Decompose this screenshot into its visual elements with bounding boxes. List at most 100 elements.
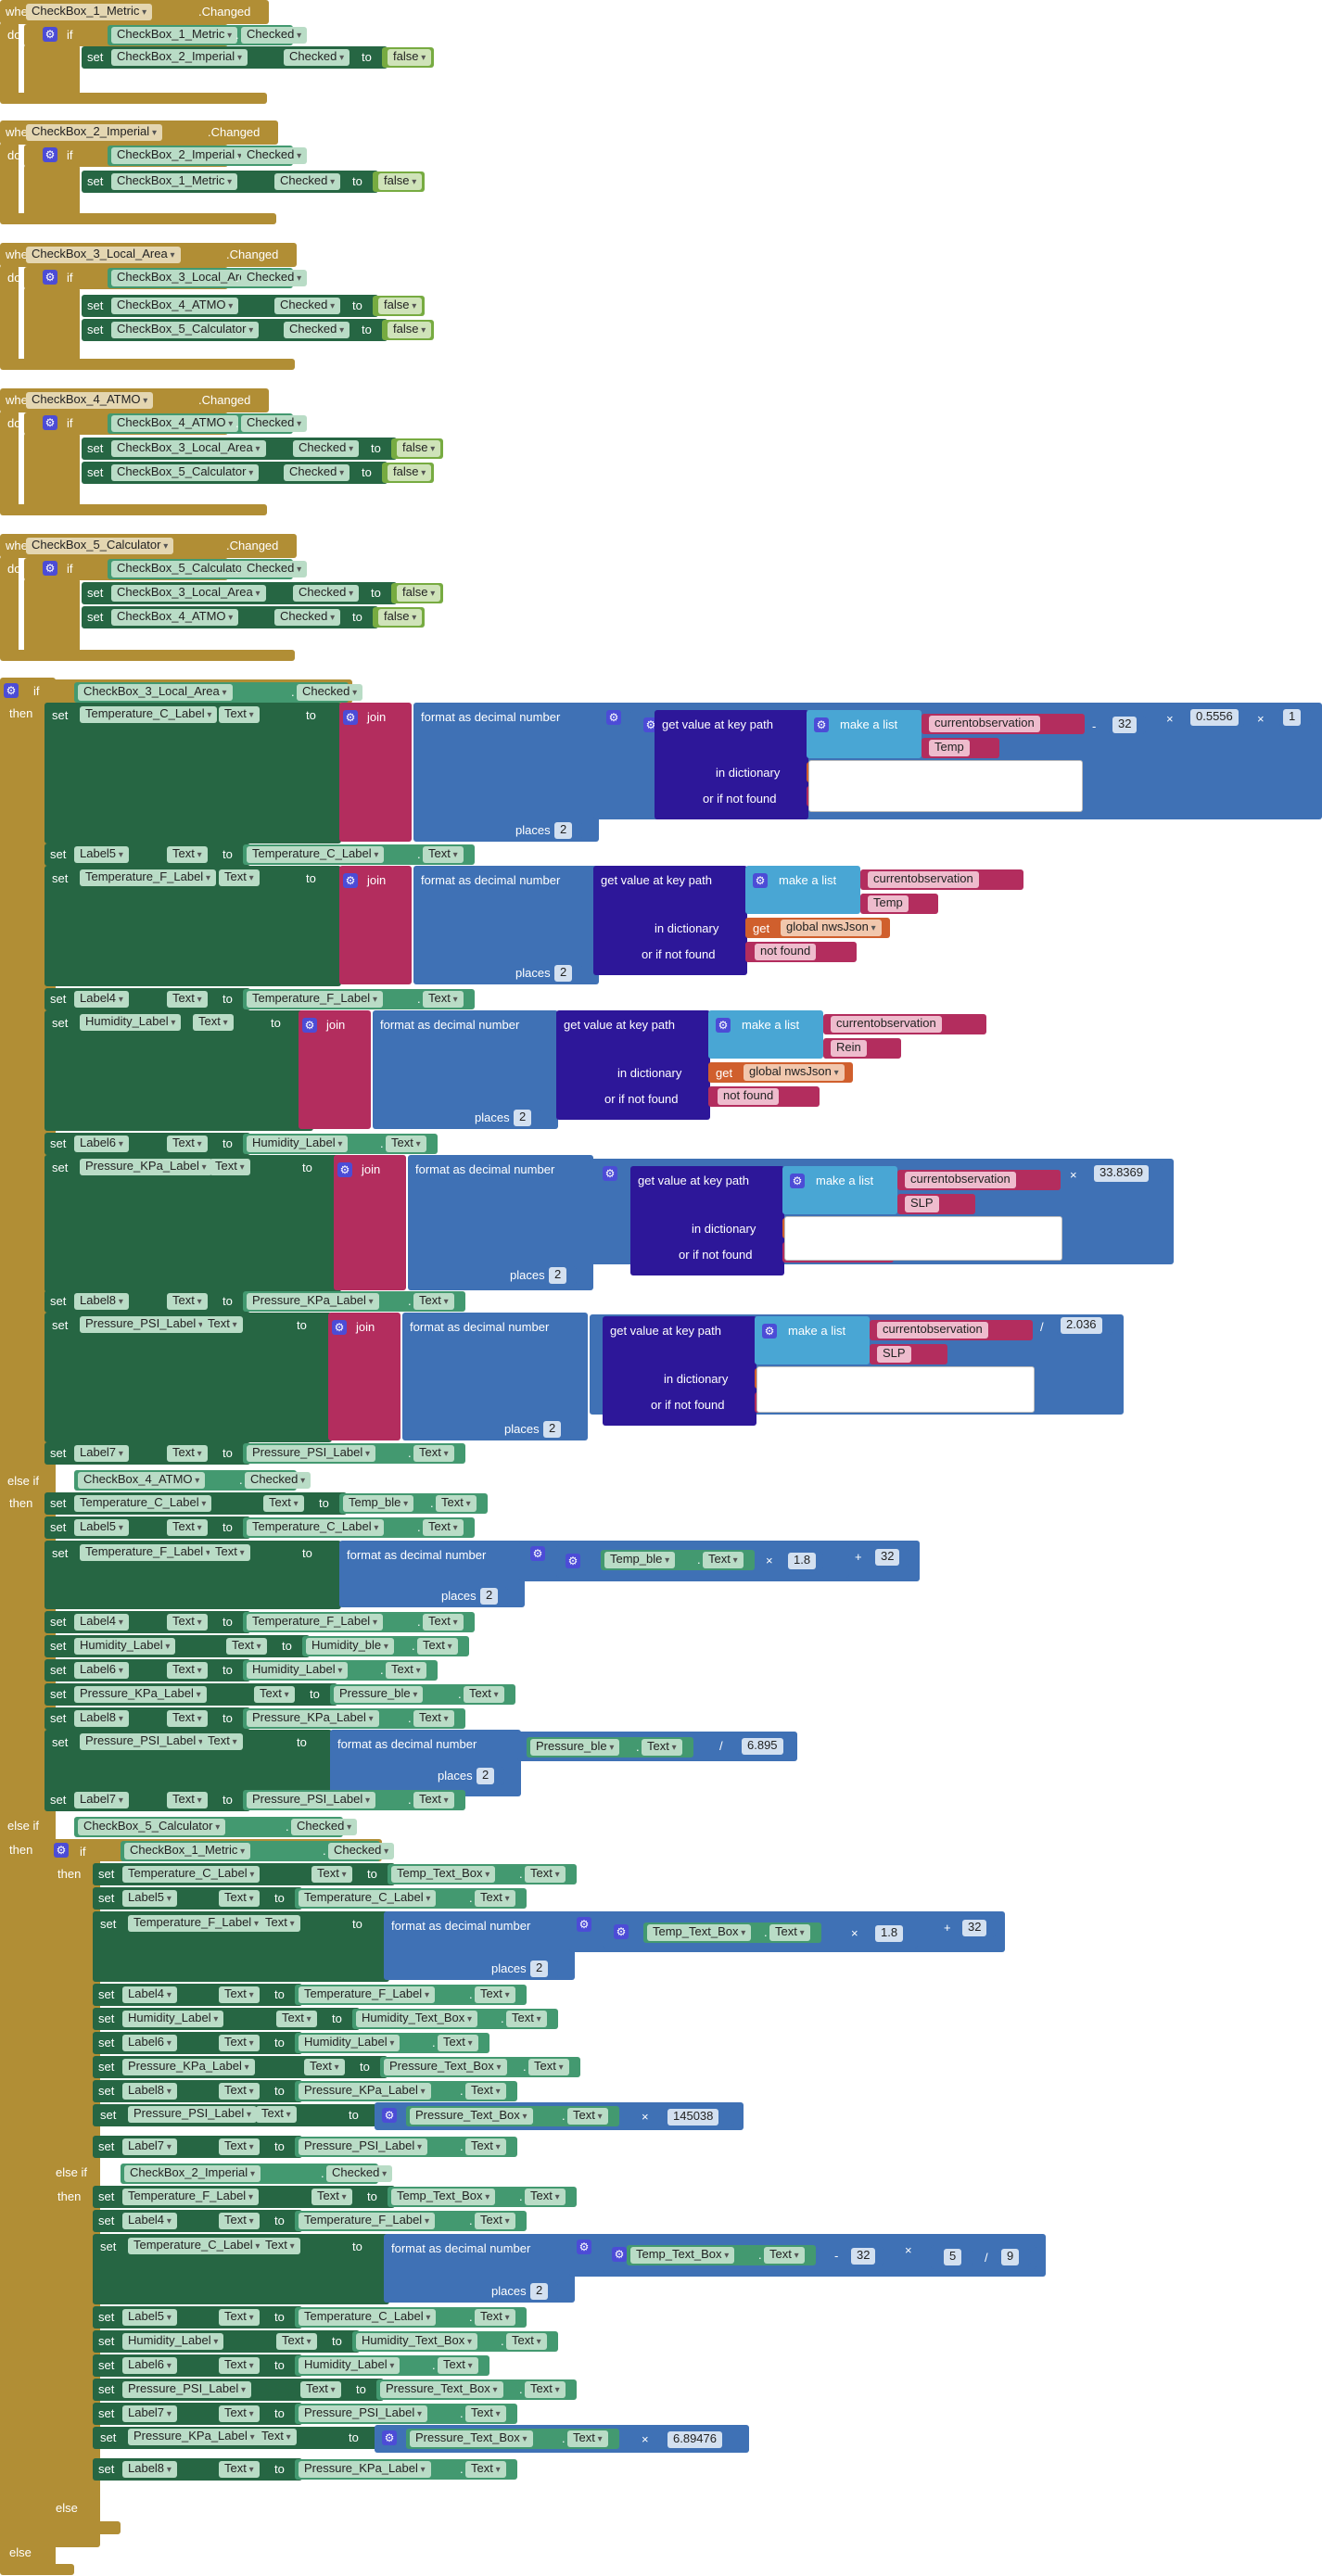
number-field[interactable]: 32 xyxy=(1112,717,1138,733)
boolean-dropdown[interactable]: false xyxy=(397,440,441,457)
mutator-gear-icon[interactable]: ⚙ xyxy=(302,1018,317,1033)
component-dropdown[interactable]: Pressure_ble xyxy=(334,1686,424,1703)
mutator-gear-icon[interactable]: ⚙ xyxy=(332,1320,347,1335)
property-dropdown[interactable]: Text xyxy=(525,2381,566,2398)
property-dropdown[interactable]: Text xyxy=(167,1614,208,1631)
component-dropdown[interactable]: Pressure_KPa_Label xyxy=(122,2059,255,2075)
property-dropdown[interactable]: Text xyxy=(528,2059,569,2075)
component-dropdown[interactable]: Humidity_Label xyxy=(299,2035,400,2051)
text-field[interactable]: Temp xyxy=(929,740,970,756)
property-dropdown[interactable]: Text xyxy=(167,1445,208,1462)
component-dropdown[interactable]: Label6 xyxy=(74,1136,129,1152)
set-property-block[interactable] xyxy=(44,1155,341,1292)
property-dropdown[interactable]: Text xyxy=(219,2138,260,2155)
component-dropdown[interactable]: Temperature_F_Label xyxy=(80,1544,217,1561)
component-dropdown[interactable]: CheckBox_2_Imperial xyxy=(111,49,248,66)
text-field[interactable]: currentobservation xyxy=(877,1322,988,1339)
component-dropdown[interactable]: Pressure_KPa_Label xyxy=(80,1159,212,1175)
component-dropdown[interactable]: Temperature_C_Label xyxy=(299,2309,437,2326)
component-dropdown[interactable]: CheckBox_1_Metric xyxy=(111,27,238,44)
mutator-gear-icon[interactable]: ⚙ xyxy=(790,1174,805,1188)
number-field[interactable]: 2 xyxy=(554,822,573,839)
number-field[interactable]: 1.8 xyxy=(875,1925,904,1942)
property-dropdown[interactable]: Text xyxy=(567,2430,608,2447)
component-dropdown[interactable]: Label8 xyxy=(122,2461,177,2478)
number-field[interactable]: 32 xyxy=(962,1920,987,1936)
property-dropdown[interactable]: Text xyxy=(764,2247,805,2264)
property-dropdown[interactable]: Text xyxy=(167,1792,208,1808)
component-dropdown[interactable]: Temp_Text_Box xyxy=(391,1866,496,1883)
component-dropdown[interactable]: CheckBox_4_ATMO xyxy=(111,609,239,626)
property-dropdown[interactable]: Text xyxy=(167,1710,208,1727)
component-dropdown[interactable]: Label4 xyxy=(74,991,129,1008)
property-dropdown[interactable]: Text xyxy=(438,2035,478,2051)
property-dropdown[interactable]: Checked xyxy=(284,49,350,66)
boolean-dropdown[interactable]: false xyxy=(378,609,423,626)
component-dropdown[interactable]: Label5 xyxy=(74,846,129,863)
mutator-gear-icon[interactable]: ⚙ xyxy=(603,1166,617,1181)
property-dropdown[interactable]: Text xyxy=(202,1316,243,1333)
component-dropdown[interactable]: CheckBox_2_Imperial xyxy=(124,2165,261,2182)
component-dropdown[interactable]: Temperature_F_Label xyxy=(128,1915,265,1932)
boolean-dropdown[interactable]: false xyxy=(388,49,432,66)
component-dropdown[interactable]: CheckBox_1_Metric xyxy=(124,1843,251,1859)
property-dropdown[interactable]: Text xyxy=(260,1915,300,1932)
component-dropdown[interactable]: Temp_Text_Box xyxy=(391,2189,496,2205)
property-dropdown[interactable]: Text xyxy=(167,846,208,863)
component-dropdown[interactable]: Pressure_PSI_Label xyxy=(80,1733,210,1750)
boolean-dropdown[interactable]: false xyxy=(378,298,423,314)
component-dropdown[interactable]: Temperature_F_Label xyxy=(247,991,384,1008)
component-dropdown[interactable]: Humidity_ble xyxy=(306,1638,394,1655)
property-dropdown[interactable]: Text xyxy=(256,2429,297,2445)
component-dropdown[interactable]: Label8 xyxy=(74,1293,129,1310)
get-value-at-key-path-block[interactable] xyxy=(655,710,808,819)
property-dropdown[interactable]: Text xyxy=(226,1638,267,1655)
text-field[interactable]: currentobservation xyxy=(831,1016,942,1033)
component-dropdown[interactable]: Label5 xyxy=(122,1890,177,1907)
component-dropdown[interactable]: Pressure_KPa_Label xyxy=(247,1710,379,1727)
text-join-block[interactable] xyxy=(334,1155,406,1290)
property-dropdown[interactable]: Checked xyxy=(241,270,308,286)
number-field[interactable]: 33.8369 xyxy=(1094,1165,1149,1182)
component-dropdown[interactable]: Label6 xyxy=(74,1662,129,1679)
component-dropdown[interactable]: Label5 xyxy=(74,1519,129,1536)
property-dropdown[interactable]: Text xyxy=(386,1662,426,1679)
mutator-gear-icon[interactable]: ⚙ xyxy=(753,873,768,888)
component-dropdown[interactable]: Temperature_C_Label xyxy=(247,846,385,863)
property-dropdown[interactable]: Text xyxy=(219,2405,260,2422)
property-dropdown[interactable]: Checked xyxy=(291,1819,358,1835)
event-component-dropdown[interactable]: CheckBox_5_Calculator xyxy=(26,538,174,554)
set-property-block[interactable] xyxy=(44,1313,332,1442)
mutator-gear-icon[interactable]: ⚙ xyxy=(612,2247,627,2262)
mutator-gear-icon[interactable]: ⚙ xyxy=(382,2108,397,2123)
mutator-gear-icon[interactable]: ⚙ xyxy=(343,710,358,725)
property-dropdown[interactable]: Text xyxy=(210,1159,250,1175)
component-dropdown[interactable]: Humidity_Label xyxy=(299,2357,400,2374)
property-dropdown[interactable]: Text xyxy=(436,1495,477,1512)
property-dropdown[interactable]: Text xyxy=(219,2035,260,2051)
component-dropdown[interactable]: CheckBox_5_Calculator xyxy=(111,561,260,577)
property-dropdown[interactable]: Text xyxy=(311,2189,352,2205)
property-dropdown[interactable]: Text xyxy=(276,2333,317,2350)
component-dropdown[interactable]: Label7 xyxy=(74,1792,129,1808)
property-dropdown[interactable]: Text xyxy=(254,1686,295,1703)
mutator-gear-icon[interactable]: ⚙ xyxy=(716,1018,731,1033)
mutator-gear-icon[interactable]: ⚙ xyxy=(530,1546,545,1561)
property-dropdown[interactable]: Text xyxy=(167,1519,208,1536)
property-dropdown[interactable]: Text xyxy=(465,2461,506,2478)
number-field[interactable]: 1 xyxy=(1283,709,1302,726)
format-decimal-block[interactable] xyxy=(413,703,599,842)
component-dropdown[interactable]: Pressure_Text_Box xyxy=(384,2059,507,2075)
number-field[interactable]: 1.8 xyxy=(788,1553,817,1569)
component-dropdown[interactable]: Label8 xyxy=(122,2083,177,2100)
mutator-gear-icon[interactable]: ⚙ xyxy=(43,27,57,42)
property-dropdown[interactable]: Text xyxy=(769,1924,810,1941)
property-dropdown[interactable]: Text xyxy=(304,2059,345,2075)
component-dropdown[interactable]: Label7 xyxy=(74,1445,129,1462)
component-dropdown[interactable]: Pressure_ble xyxy=(530,1739,620,1756)
property-dropdown[interactable]: Text xyxy=(703,1552,744,1568)
component-dropdown[interactable]: Temperature_F_Label xyxy=(299,2213,436,2229)
property-dropdown[interactable]: Text xyxy=(413,1710,454,1727)
property-dropdown[interactable]: Text xyxy=(423,1519,464,1536)
number-field[interactable]: 2 xyxy=(530,1961,549,1977)
